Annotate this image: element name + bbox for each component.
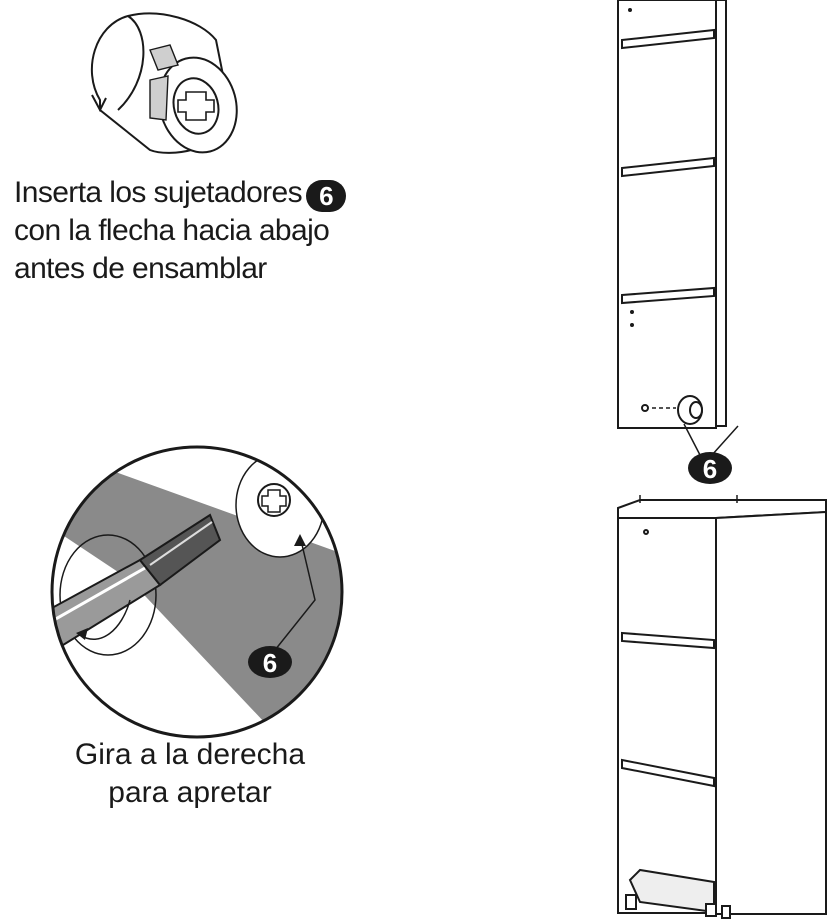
insert-instruction-line-2: con la flecha hacia abajo (14, 214, 330, 247)
lower-cabinet-illustration (617, 495, 827, 919)
svg-text:6: 6 (703, 454, 717, 484)
part-6-badge-zoom: 6 (248, 646, 292, 678)
screwdriver-zoom-detail (50, 445, 344, 739)
insert-instruction-line-3: antes de ensamblar (14, 252, 267, 285)
part-6-badge: 6 (306, 180, 347, 212)
tighten-instruction-line-2: para apretar (108, 776, 272, 809)
svg-text:6: 6 (263, 648, 277, 678)
tighten-instruction-line-1: Gira a la derecha (74, 738, 306, 771)
tighten-instruction: Gira a la derecha para apretar (40, 738, 340, 814)
part-6-badge-cabinet: 6 (688, 452, 732, 484)
insert-instruction-line-1: Inserta los sujetadores (14, 176, 303, 209)
cam-lock-fastener-illustration (90, 12, 238, 154)
upper-cabinet-illustration (617, 0, 739, 456)
